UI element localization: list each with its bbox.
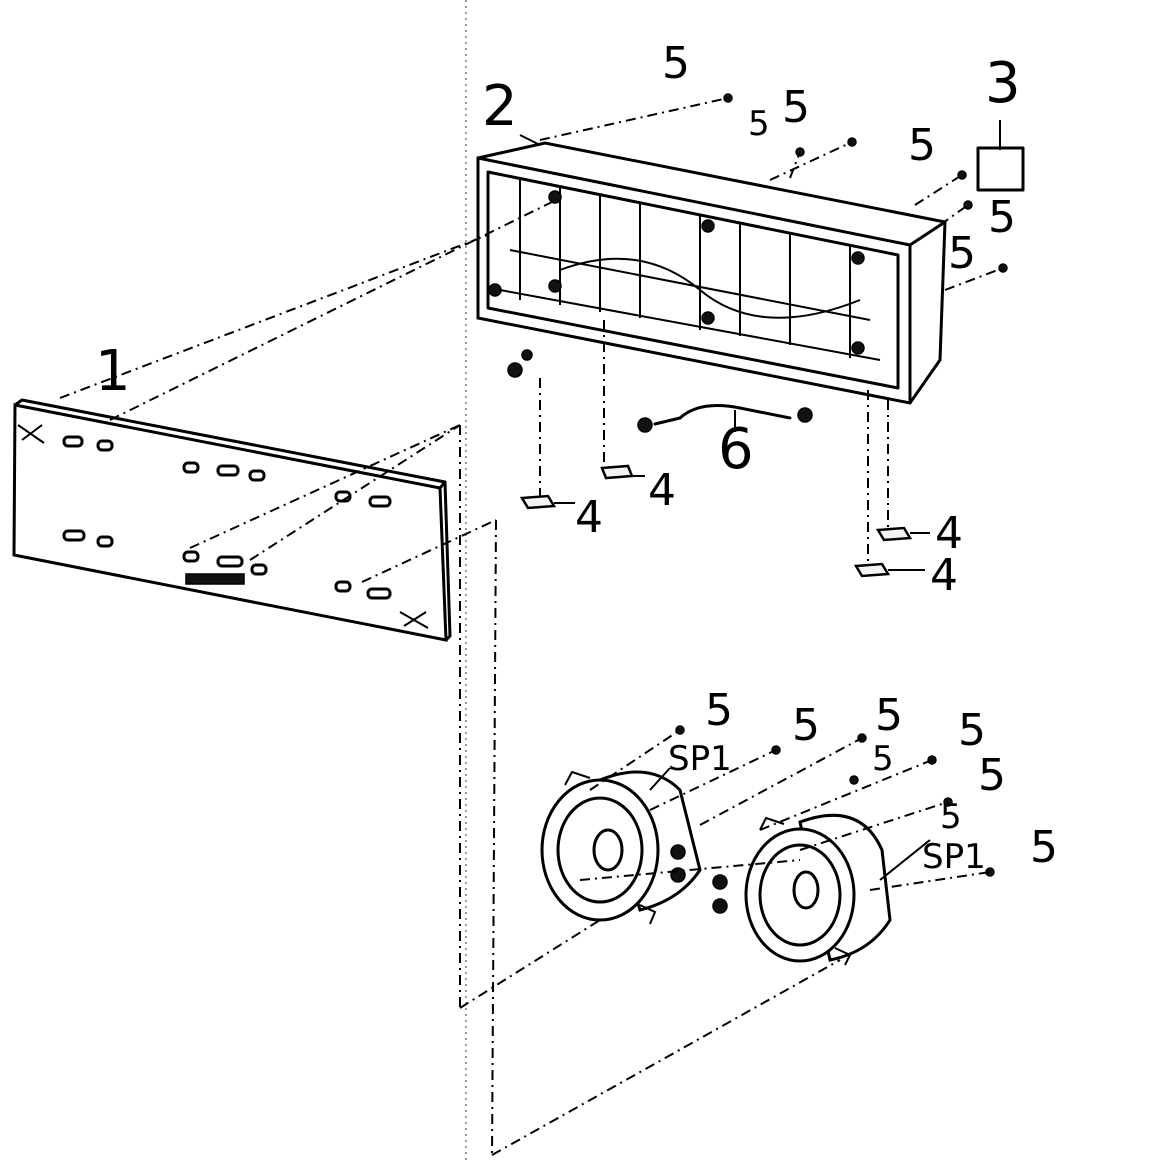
callout-5: 5 bbox=[875, 690, 903, 741]
speaker-sp1-left bbox=[540, 770, 702, 925]
callout-4: 4 bbox=[648, 465, 676, 516]
callout-5: 5 bbox=[792, 700, 820, 751]
callout-3: 3 bbox=[985, 51, 1021, 116]
callout-5: 5 bbox=[782, 82, 810, 133]
callout-5: 5 bbox=[705, 685, 733, 736]
callout-5: 5 bbox=[662, 38, 690, 89]
callout-5: 5 bbox=[978, 750, 1006, 801]
callout-6: 6 bbox=[718, 417, 754, 482]
front-panel-part-1 bbox=[12, 398, 452, 642]
leader-lines bbox=[519, 120, 1001, 881]
callout-5: 5 bbox=[908, 120, 936, 171]
callout-4: 4 bbox=[575, 492, 603, 543]
label-part-3 bbox=[976, 146, 1025, 192]
callout-5: 5 bbox=[940, 797, 962, 837]
main-housing-part-2 bbox=[476, 141, 947, 405]
callout-5: 5 bbox=[958, 705, 986, 756]
callout-5: 5 bbox=[872, 739, 894, 779]
callout-4: 4 bbox=[935, 508, 963, 559]
callouts: 1 2 3 6 5 5 5 5 5 5 4 4 4 4 5 5 5 5 5 5 … bbox=[95, 38, 1058, 877]
callout-5: 5 bbox=[748, 104, 770, 144]
callout-1: 1 bbox=[95, 339, 131, 404]
assembly-guide-lines bbox=[59, 97, 1004, 1156]
callout-sp1: SP1 bbox=[668, 739, 732, 779]
callout-5: 5 bbox=[1030, 822, 1058, 873]
cable-part-6 bbox=[637, 404, 813, 433]
callout-sp1: SP1 bbox=[922, 837, 986, 877]
callout-5: 5 bbox=[948, 228, 976, 279]
callout-4: 4 bbox=[930, 550, 958, 601]
callout-2: 2 bbox=[482, 74, 518, 139]
speaker-sp1-right bbox=[712, 813, 892, 966]
callout-5: 5 bbox=[988, 192, 1016, 243]
